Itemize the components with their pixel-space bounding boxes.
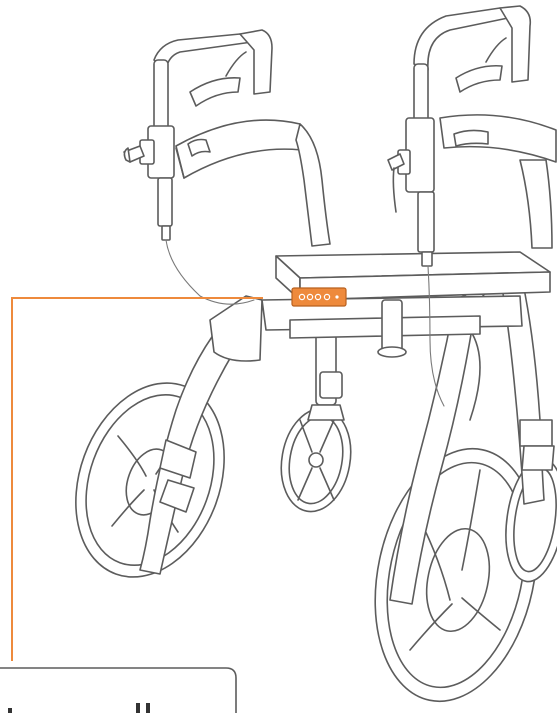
- backrest-bar: [175, 119, 331, 247]
- callout-box: [0, 667, 237, 713]
- backrest-bar-right: [439, 114, 557, 249]
- center-caster-wheel: [280, 324, 352, 513]
- callout-glyph-mark: [8, 708, 12, 713]
- left-frame: [139, 295, 263, 575]
- callout-leader-line: [11, 297, 263, 661]
- right-handle-post: [387, 5, 532, 407]
- callout-glyph-mark: [136, 703, 140, 713]
- right-frame: [389, 269, 555, 605]
- callout-glyph-mark: [146, 703, 150, 713]
- highlighted-component: [291, 287, 347, 307]
- left-handle-post: [123, 29, 273, 305]
